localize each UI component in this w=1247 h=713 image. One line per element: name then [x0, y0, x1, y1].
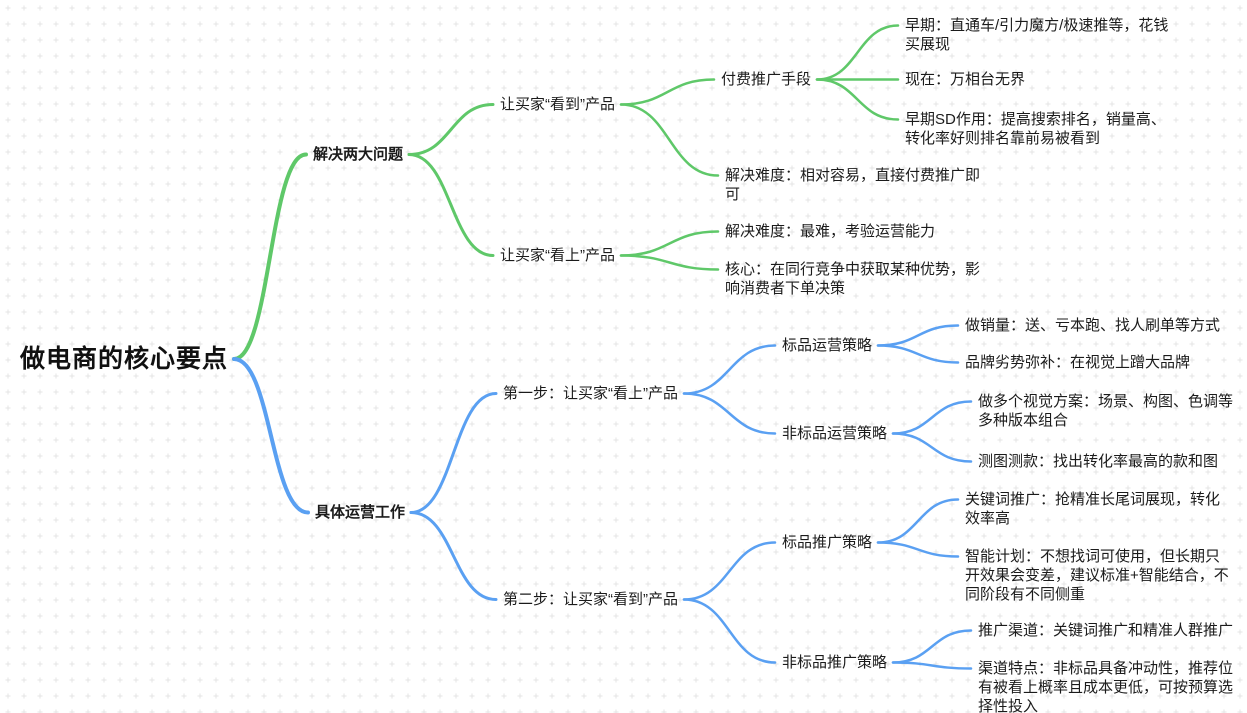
topic-two-problems[interactable]: 解决两大问题 — [313, 146, 404, 163]
leaf-test-images-styles[interactable]: 测图测款：找出转化率最高的款和图 — [978, 453, 1219, 470]
topic-standard-product-operation[interactable]: 标品运营策略 — [782, 337, 873, 354]
leaf-brand-compensation[interactable]: 品牌劣势弥补：在视觉上蹭大品牌 — [965, 354, 1191, 371]
root-topic[interactable]: 做电商的核心要点 — [20, 345, 229, 373]
topic-step2-buyers-see[interactable]: 第二步：让买家“看到”产品 — [503, 591, 678, 608]
topic-standard-product-promotion[interactable]: 标品推广策略 — [782, 534, 873, 551]
topic-paid-promotion-methods[interactable]: 付费推广手段 — [721, 71, 812, 88]
topic-make-buyers-like[interactable]: 让买家“看上”产品 — [500, 247, 615, 264]
topic-step1-buyers-like[interactable]: 第一步：让买家“看上”产品 — [503, 385, 678, 402]
topic-operation-work[interactable]: 具体运营工作 — [315, 504, 406, 521]
leaf-early-paid-tools[interactable]: 早期：直通车/引力魔方/极速推等，花钱 买展现 — [905, 17, 1169, 53]
leaf-smart-plan[interactable]: 智能计划：不想找词可使用，但长期只 开效果会变差，建议标准+智能结合，不 同阶段… — [965, 548, 1229, 603]
topic-nonstandard-product-promotion[interactable]: 非标品推广策略 — [782, 654, 888, 671]
leaf-core-advantage[interactable]: 核心：在同行竞争中获取某种优势，影 响消费者下单决策 — [725, 261, 981, 297]
leaf-difficulty-hardest[interactable]: 解决难度：最难，考验运营能力 — [725, 223, 936, 240]
leaf-build-sales-volume[interactable]: 做销量：送、亏本跑、找人刷单等方式 — [965, 317, 1221, 334]
leaf-channel-features[interactable]: 渠道特点：非标品具备冲动性，推荐位 有被看上概率且成本更低，可按预算选 择性投入 — [978, 660, 1234, 713]
leaf-keyword-promotion[interactable]: 关键词推广：抢精准长尾词展现，转化 效率高 — [965, 491, 1221, 527]
leaf-difficulty-easy[interactable]: 解决难度：相对容易，直接付费推广即 可 — [725, 167, 981, 203]
leaf-promotion-channels[interactable]: 推广渠道：关键词推广和精准人群推广 — [978, 622, 1234, 639]
connector-curves — [232, 24, 973, 670]
leaf-early-sd-effect[interactable]: 早期SD作用：提高搜索排名，销量高、 转化率好则排名靠前易被看到 — [905, 111, 1166, 147]
topic-nonstandard-product-operation[interactable]: 非标品运营策略 — [782, 425, 888, 442]
leaf-multiple-visual-plans[interactable]: 做多个视觉方案：场景、构图、色调等 多种版本组合 — [978, 393, 1234, 429]
topic-make-buyers-see[interactable]: 让买家“看到”产品 — [500, 96, 615, 113]
leaf-now-wanxiangtai[interactable]: 现在：万相台无界 — [905, 71, 1026, 88]
